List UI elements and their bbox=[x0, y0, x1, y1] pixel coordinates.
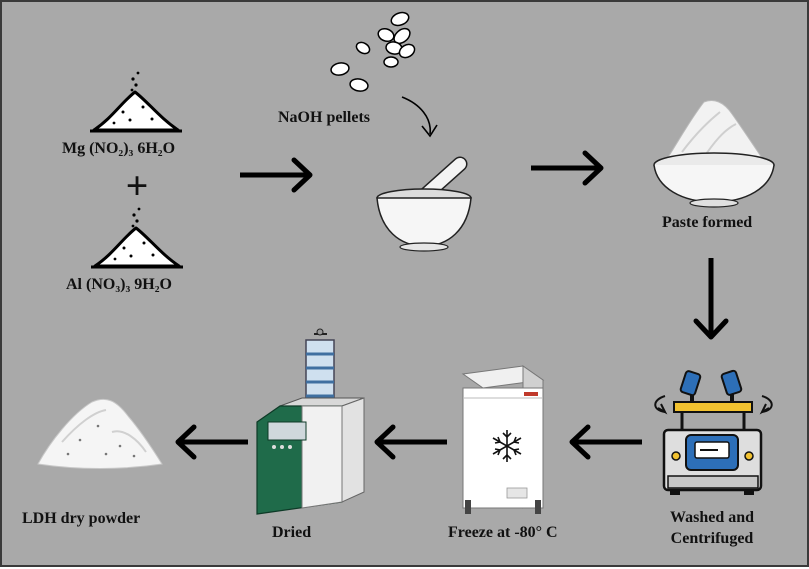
snowflake-icon bbox=[492, 430, 522, 462]
arrow-to-centrifuge bbox=[693, 258, 729, 340]
arrow-to-paste bbox=[531, 150, 604, 186]
freeze-dryer-icon bbox=[256, 328, 365, 515]
freezer-icon bbox=[461, 365, 545, 514]
naoh-pellets-icon bbox=[330, 11, 416, 92]
arrow-to-ldh bbox=[175, 424, 248, 460]
al-nitrate-label: Al (NO₃)₃ 9H₂O bbox=[66, 276, 172, 293]
mg-powder-pile-icon bbox=[90, 71, 182, 133]
paste-label: Paste formed bbox=[662, 214, 753, 231]
ldh-powder-icon bbox=[37, 398, 163, 469]
arrow-to-dryer bbox=[374, 424, 447, 460]
washed-label-line2: Centrifuged bbox=[670, 530, 754, 547]
ldh-label: LDH dry powder bbox=[22, 510, 141, 527]
plus-sign: + bbox=[125, 163, 149, 208]
al-powder-pile-icon bbox=[91, 207, 183, 269]
freeze-label: Freeze at -80° C bbox=[448, 524, 558, 541]
naoh-label: NaOH pellets bbox=[278, 109, 370, 126]
arrow-to-freezer bbox=[569, 424, 642, 460]
mortar-pestle-icon bbox=[376, 156, 472, 252]
paste-bowl-icon bbox=[653, 100, 775, 208]
mg-nitrate-label: Mg (NO₂)₃ 6H₂O bbox=[62, 140, 176, 157]
naoh-to-mortar-arrow bbox=[401, 96, 438, 138]
centrifuge-icon bbox=[654, 369, 773, 495]
dried-label: Dried bbox=[272, 524, 312, 541]
arrow-to-mortar bbox=[240, 157, 313, 193]
washed-label-line1: Washed and bbox=[669, 509, 755, 526]
